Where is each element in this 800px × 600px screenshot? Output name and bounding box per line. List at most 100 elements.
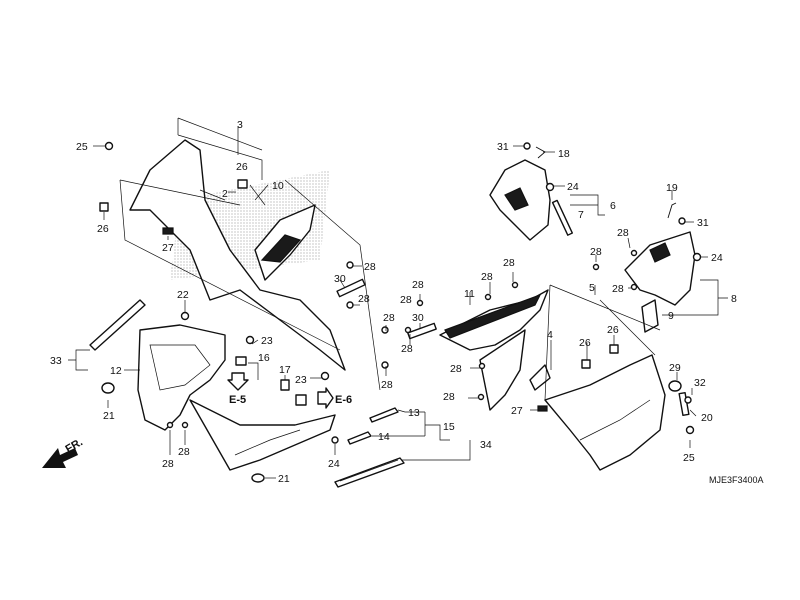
clip-26-d xyxy=(609,344,619,354)
callout-9: 9 xyxy=(668,310,674,322)
callout-30b: 30 xyxy=(412,312,424,324)
callout-14: 14 xyxy=(378,431,390,443)
callout-24a: 24 xyxy=(328,458,340,470)
spring-20 xyxy=(678,391,690,417)
right-upper-parts xyxy=(489,142,702,333)
callout-29: 29 xyxy=(669,362,681,374)
callout-8: 8 xyxy=(731,293,737,305)
leader-lines xyxy=(68,127,728,479)
right-cowl-8 xyxy=(624,231,696,306)
rubber-30-a xyxy=(336,278,366,298)
callout-28e: 28 xyxy=(162,458,174,470)
callout-27a: 27 xyxy=(162,242,174,254)
bracket-27 xyxy=(162,227,174,235)
bolt-32 xyxy=(684,396,692,404)
bolt-31-b xyxy=(678,217,686,225)
callout-11: 11 xyxy=(464,288,475,300)
upper-cowl xyxy=(129,139,346,371)
bolt-31-a xyxy=(523,142,531,150)
callout-26c: 26 xyxy=(579,337,591,349)
lower-cowl xyxy=(189,335,405,488)
bolt-24-a xyxy=(331,436,339,444)
clip-23-a xyxy=(245,335,255,345)
callout-28a: 28 xyxy=(364,261,376,273)
callout-28g: 28 xyxy=(590,246,602,258)
callout-5: 5 xyxy=(589,282,595,294)
bolt-24-c xyxy=(692,252,702,262)
ref-label-e6: E-6 xyxy=(335,394,352,406)
collar-21-b xyxy=(251,473,265,483)
callout-22: 22 xyxy=(177,289,189,301)
callout-2: 2 xyxy=(222,188,228,200)
callout-26b: 26 xyxy=(97,223,109,235)
callout-7: 7 xyxy=(578,209,584,221)
middle-cowl-12 xyxy=(137,324,226,431)
callout-26d: 26 xyxy=(607,324,619,336)
callout-31a: 31 xyxy=(497,141,509,153)
callout-28b: 28 xyxy=(358,293,370,305)
bolt-22 xyxy=(180,311,190,321)
lower-cowl-body xyxy=(189,399,336,471)
callout-17: 17 xyxy=(279,364,291,376)
callout-28p: 28 xyxy=(443,391,455,403)
callout-28h: 28 xyxy=(617,227,629,239)
clip-19 xyxy=(667,202,677,219)
front-direction-label: FR. xyxy=(64,436,85,455)
callout-labels: 3 2 10 25 26 26 27 28 30 28 28 28 22 33 … xyxy=(50,119,764,485)
callout-24c: 24 xyxy=(711,252,723,264)
clip-23-b xyxy=(320,371,330,381)
emblem-34 xyxy=(334,457,405,488)
callout-21b: 21 xyxy=(278,473,290,485)
callout-24b: 24 xyxy=(567,181,579,193)
ref-arrow-e6 xyxy=(317,387,334,409)
right-middle-cowl xyxy=(404,281,695,471)
callout-30a: 30 xyxy=(334,273,346,285)
callout-28j: 28 xyxy=(412,279,424,291)
left-middle-cowl xyxy=(89,299,226,431)
bracket-27-b xyxy=(537,405,548,412)
side-cowl-5 xyxy=(544,354,666,471)
strip-33 xyxy=(89,299,146,351)
callout-28m: 28 xyxy=(400,294,412,306)
callout-28i: 28 xyxy=(612,283,624,295)
clip-17 xyxy=(280,379,290,391)
callout-28d: 28 xyxy=(381,379,393,391)
trim-13 xyxy=(369,407,399,423)
trim-7 xyxy=(551,199,574,236)
clip-26-a xyxy=(99,202,109,212)
callout-28n: 28 xyxy=(401,343,413,355)
callout-6: 6 xyxy=(610,200,616,212)
callout-12: 12 xyxy=(110,365,122,377)
clip-26-b xyxy=(237,179,248,189)
ref-label-e5: E-5 xyxy=(229,394,246,406)
callout-31b: 31 xyxy=(697,217,709,229)
callout-19: 19 xyxy=(666,182,678,194)
bolt-25-b xyxy=(685,425,695,435)
callout-3: 3 xyxy=(237,119,243,131)
upper-cowl-assembly xyxy=(99,117,381,391)
rubber-30-b xyxy=(407,322,437,340)
callout-25b: 25 xyxy=(683,452,695,464)
bolt-25 xyxy=(104,141,114,151)
callout-18: 18 xyxy=(558,148,570,160)
callout-13: 13 xyxy=(408,407,420,419)
collar-21-a xyxy=(101,382,115,394)
ref-arrow-e5 xyxy=(227,372,249,391)
callout-27b: 27 xyxy=(511,405,523,417)
clip-26-c xyxy=(581,359,591,369)
grommet-29 xyxy=(668,380,682,392)
callout-28c: 28 xyxy=(383,312,395,324)
callout-34: 34 xyxy=(480,439,492,451)
front-direction-arrow xyxy=(42,448,78,468)
callout-28l: 28 xyxy=(503,257,515,269)
trim-14 xyxy=(347,431,372,445)
callout-23a: 23 xyxy=(261,335,273,347)
callout-32: 32 xyxy=(694,377,706,389)
callout-28o: 28 xyxy=(450,363,462,375)
callout-23b: 23 xyxy=(295,374,307,386)
clip-16 xyxy=(235,356,247,366)
upper-bolts xyxy=(336,261,389,369)
callout-10: 10 xyxy=(272,180,284,192)
inner-panel-4 xyxy=(479,329,526,411)
